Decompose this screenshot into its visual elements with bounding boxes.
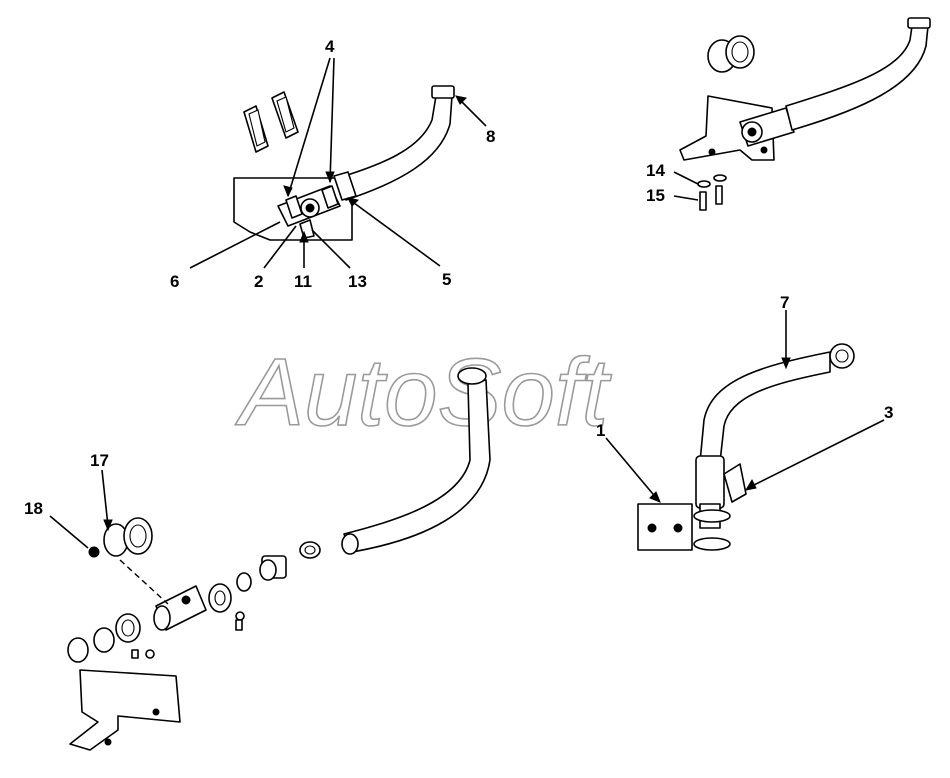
bracket-plate [637,503,693,551]
callout-6: 6 [170,272,179,291]
callout-17: 17 [90,451,109,470]
callout-13: 13 [348,272,367,291]
hose-clamp [457,367,487,385]
hose-clamp [333,171,357,201]
top-right-assembly [679,17,931,211]
washers-bolts [697,174,727,211]
heater-hose [699,351,831,463]
clamp-pair [103,517,153,557]
callout-1: 1 [596,421,605,440]
leader-lines-top-left [189,57,487,269]
bottom-left-assembly [67,367,491,751]
callout-8: 8 [486,127,495,146]
callout-labels: 4 8 6 2 11 13 5 14 15 7 3 1 17 18 [24,37,893,518]
top-left-assembly [233,85,455,241]
hose-clamp [431,85,455,99]
callout-3: 3 [884,403,893,422]
clamp-pair [67,613,141,663]
heater-hose [337,95,453,201]
callout-11: 11 [294,272,312,291]
hose-clamps [693,509,731,551]
screw [88,546,100,558]
o-rings [208,572,252,613]
right-assembly [637,343,855,551]
leader-lines-right [605,310,885,503]
fitting [259,555,287,581]
clip-pair [243,91,299,153]
callout-18: 18 [24,499,43,518]
leader-lines-top-right [673,171,699,201]
watermark-logo: AutoSoft [235,339,612,446]
bracket-plate [69,669,181,751]
heater-hose [785,25,929,131]
shutoff-valve [153,585,207,631]
bolts [131,611,245,659]
callout-4: 4 [325,37,335,56]
shutoff-valve [739,107,795,147]
callout-14: 14 [646,161,665,180]
hose-clamp [299,541,321,559]
callout-5: 5 [442,270,451,289]
clamp-pair [707,35,755,73]
callout-15: 15 [646,186,665,205]
heater-hose [343,379,491,553]
hose-clamp [907,17,931,29]
callout-7: 7 [780,293,789,312]
leader-lines-bottom-left [49,469,113,549]
callout-2: 2 [254,272,263,291]
shutoff-valve [277,185,341,239]
